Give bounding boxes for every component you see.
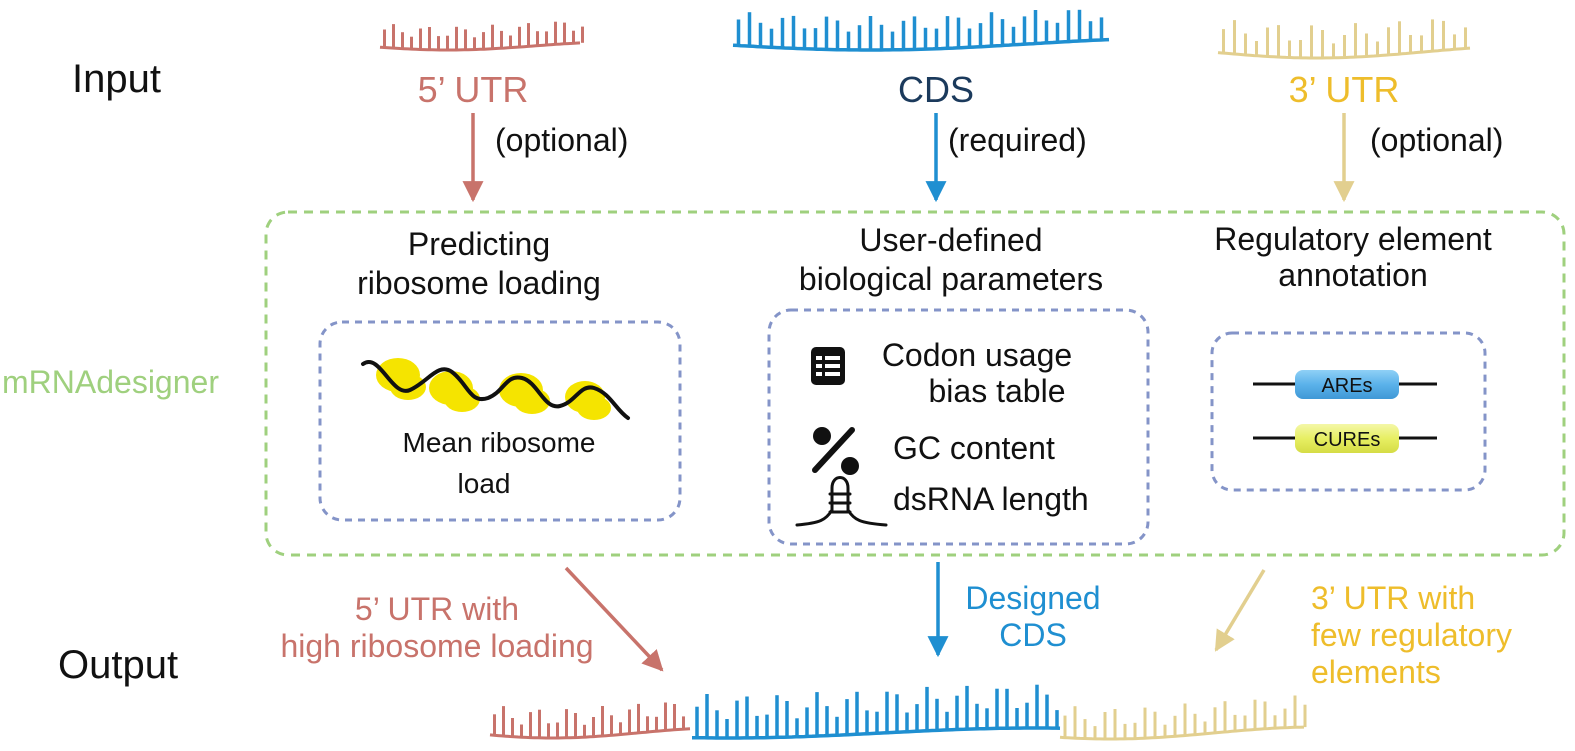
parameters-module-title-2: biological parameters [799, 261, 1103, 297]
utr3-output-strand [1059, 695, 1307, 741]
ribosome-caption-1: Mean ribosome [403, 427, 596, 458]
percent-icon [812, 427, 859, 475]
regulatory-module-title-1: Regulatory element [1214, 221, 1492, 257]
input-label: Input [72, 57, 161, 101]
cds-output-label-2: CDS [999, 617, 1067, 653]
ares-label: AREs [1321, 375, 1372, 397]
cds-input-label: CDS [898, 69, 974, 110]
utr5-output-arrow [564, 566, 664, 672]
utr5-output-label-2: high ribosome loading [280, 628, 593, 664]
gc-content-label: GC content [893, 430, 1055, 466]
strand-backbone [1059, 725, 1305, 741]
utr3-output-label-1: 3’ UTR with [1311, 580, 1475, 616]
ribosome-icon [361, 358, 630, 420]
utr3-output-label-2: few regulatory [1311, 617, 1512, 653]
utr5-input-note: (optional) [495, 122, 628, 158]
cds-input-note: (required) [948, 122, 1087, 158]
utr5-output-label-1: 5’ UTR with [355, 591, 519, 627]
codon-usage-label-2: bias table [929, 373, 1066, 409]
regulatory-module-box [1210, 331, 1487, 492]
utr5-output-strand [489, 702, 691, 740]
utr3-input-note: (optional) [1370, 122, 1503, 158]
parameters-module-title-1: User-defined [859, 222, 1042, 258]
utr3-output-label-3: elements [1311, 654, 1441, 690]
ribosome-module-title-1: Predicting [408, 226, 550, 262]
hairpin-icon [795, 476, 888, 527]
ares-element: AREs [1253, 370, 1437, 399]
cds-output-strand [692, 684, 1061, 740]
strand-backbone [732, 37, 1110, 52]
ribosome-caption-2: load [458, 468, 511, 499]
cures-label: CUREs [1314, 429, 1381, 451]
strand-backbone [1217, 46, 1471, 60]
mrnadesigner-label: mRNAdesigner [2, 364, 219, 400]
regulatory-module-title-2: annotation [1278, 257, 1427, 293]
utr5-input-label: 5’ UTR [418, 69, 529, 110]
cds-input-strand [732, 9, 1110, 52]
cds-output-label-1: Designed [965, 580, 1100, 616]
parameters-module-box [767, 308, 1150, 546]
table-icon [811, 347, 845, 385]
cures-element: CUREs [1253, 424, 1437, 453]
utr5-input-strand [379, 21, 584, 52]
ribosome-module-title-2: ribosome loading [357, 265, 601, 301]
ribosome-module-box [318, 320, 682, 522]
utr3-output-arrow [1214, 569, 1266, 652]
codon-usage-label-1: Codon usage [882, 337, 1072, 373]
mrnadesigner-frame [264, 210, 1566, 557]
dsrna-length-label: dsRNA length [893, 481, 1089, 517]
utr3-input-strand [1217, 19, 1471, 60]
utr3-input-label: 3’ UTR [1289, 69, 1400, 110]
output-label: Output [58, 643, 178, 687]
